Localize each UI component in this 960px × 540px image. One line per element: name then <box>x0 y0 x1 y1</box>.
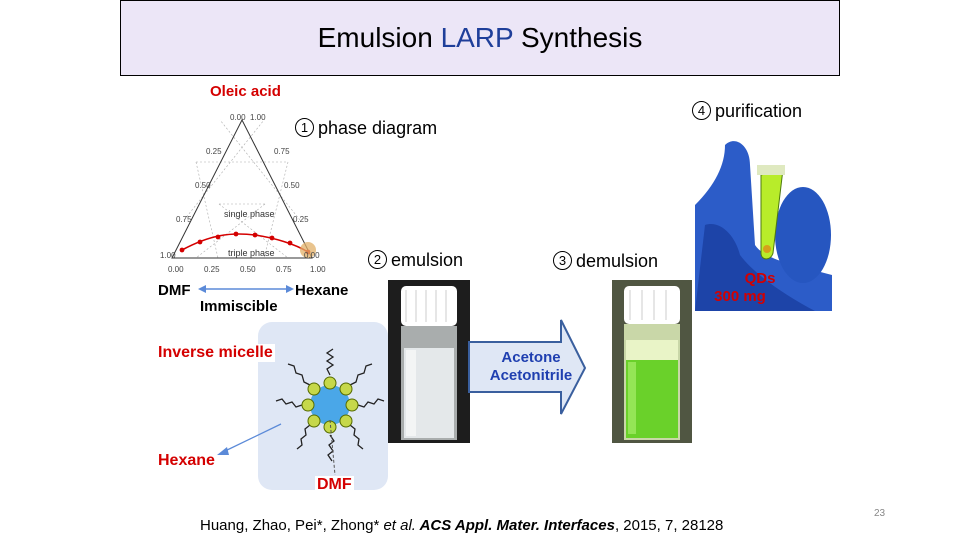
svg-text:0.00: 0.00 <box>304 251 320 260</box>
acetone-label: Acetone <box>501 349 561 366</box>
svg-text:0.75: 0.75 <box>274 147 290 156</box>
oleic-acid-label: Oleic acid <box>210 83 281 100</box>
dmf-corner-label: DMF <box>158 282 191 299</box>
title-banner <box>120 0 840 76</box>
qds-label: QDs <box>744 270 776 287</box>
ternary-diagram: 0.00 1.00 0.25 0.75 0.50 0.50 0.75 0.25 1.00… <box>160 113 326 274</box>
region-triple-phase: triple phase <box>228 248 275 258</box>
svg-text:1.00: 1.00 <box>250 113 266 122</box>
hexane-pointer-arrow <box>217 423 282 455</box>
purification-photo <box>695 125 832 311</box>
inverse-micelle-illustration <box>275 348 385 476</box>
svg-text:0.75: 0.75 <box>176 215 192 224</box>
mass-label: 300 mg <box>714 288 766 305</box>
slide-title: Emulsion LARP Synthesis <box>317 22 643 53</box>
hexane-outer-label: Hexane <box>158 452 215 469</box>
ternary-triangle <box>171 118 313 259</box>
demulsion-arrow <box>468 319 587 415</box>
emulsion-vial-photo <box>388 280 470 443</box>
solvent-labels: Acetone Acetonitrile <box>476 349 586 385</box>
svg-text:0.25: 0.25 <box>204 265 220 274</box>
acetonitrile-label: Acetonitrile <box>489 367 573 384</box>
title-highlight: LARP <box>440 22 514 53</box>
immiscible-label: Immiscible <box>200 298 278 315</box>
svg-text:0.50: 0.50 <box>284 181 300 190</box>
svg-text:1.00: 1.00 <box>310 265 326 274</box>
immiscible-arrow <box>198 285 294 293</box>
svg-text:1.00: 1.00 <box>160 251 176 260</box>
svg-text:0.75: 0.75 <box>276 265 292 274</box>
inverse-micelle-label: Inverse micelle <box>156 344 275 362</box>
dmf-core-label: DMF <box>315 476 354 494</box>
svg-text:0.25: 0.25 <box>293 215 309 224</box>
svg-text:0.50: 0.50 <box>195 181 211 190</box>
qd-vial-photo <box>612 280 692 443</box>
svg-text:0.50: 0.50 <box>240 265 256 274</box>
citation: Huang, Zhao, Pei*, Zhong* et al. ACS App… <box>200 517 724 534</box>
qd-yield-label: QDs 300 mg <box>700 270 780 306</box>
svg-text:0.00: 0.00 <box>168 265 184 274</box>
svg-text:0.25: 0.25 <box>206 147 222 156</box>
page-number: 23 <box>874 508 886 519</box>
hexane-corner-label: Hexane <box>295 282 349 299</box>
svg-text:0.00: 0.00 <box>230 113 246 122</box>
emulsion-point-marker <box>300 242 316 258</box>
region-single-phase: single phase <box>224 209 275 219</box>
